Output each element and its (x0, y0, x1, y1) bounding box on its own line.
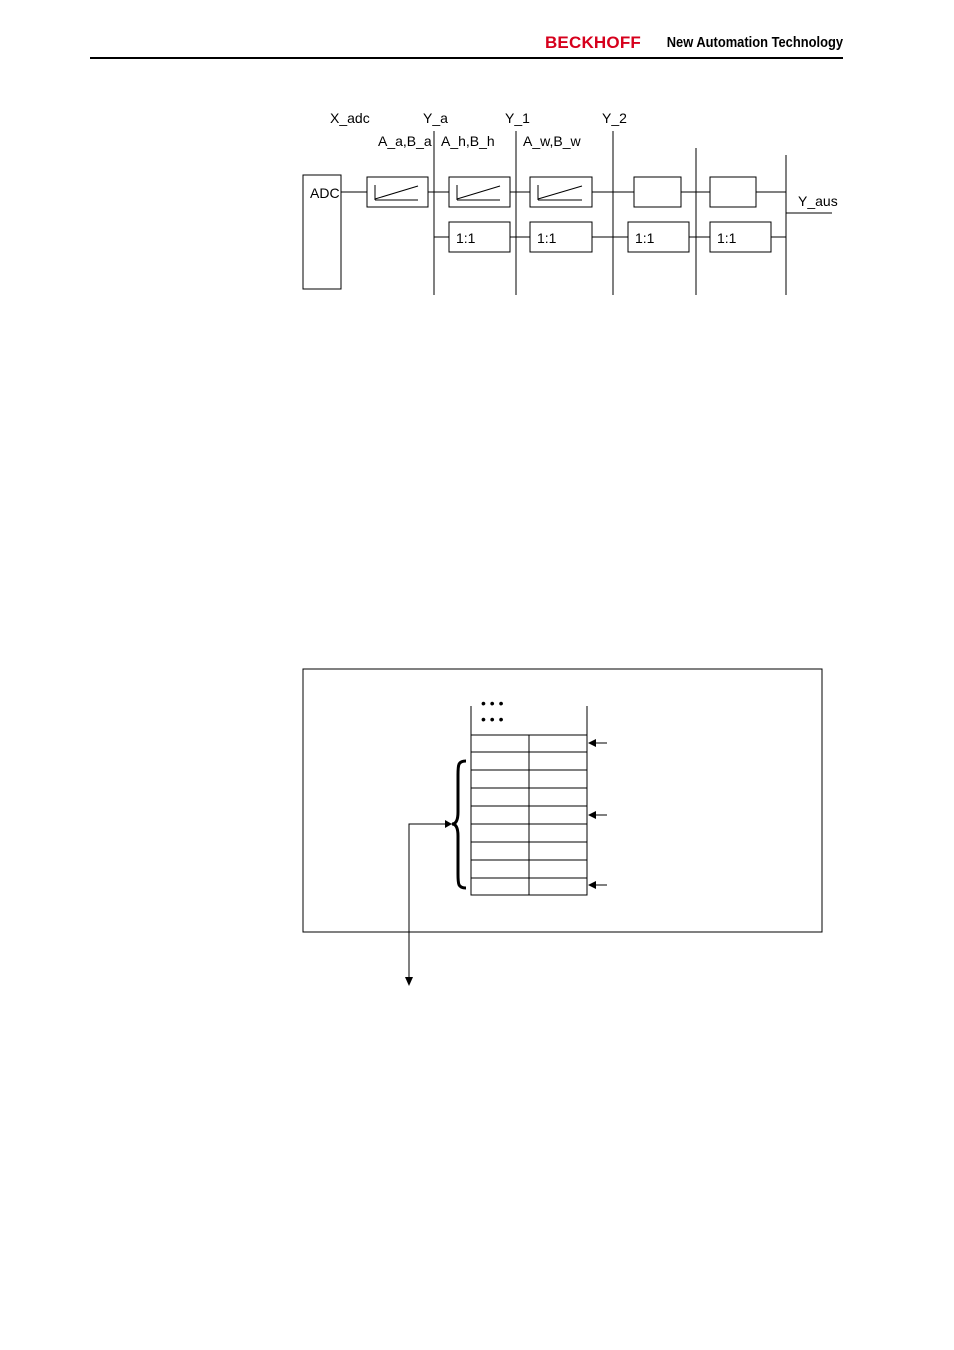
bypass-block-4 (709, 221, 772, 253)
ellipsis-top: • • • (481, 695, 504, 711)
bypass-block-3 (627, 221, 690, 253)
ramp-icon-w (537, 185, 583, 200)
ramp-icon-h (456, 185, 501, 200)
bypass-block-1 (448, 221, 511, 253)
label-ratio-3: 1:1 (635, 230, 655, 246)
empty-block-1 (633, 176, 682, 208)
label-ab-w: A_w,B_w (523, 133, 581, 149)
scaling-block-a (366, 176, 429, 208)
label-y-1: Y_1 (505, 110, 530, 126)
arrow-left-icon (588, 739, 596, 747)
table-frame (302, 668, 823, 933)
adc-block (302, 174, 342, 290)
arrow-left-icon (588, 881, 596, 889)
label-x-adc: X_adc (330, 110, 370, 126)
memory-table-arrowheads (405, 739, 596, 986)
bypass-block-2 (529, 221, 593, 253)
arrow-right-icon (445, 820, 452, 828)
label-y-a: Y_a (423, 110, 448, 126)
label-ratio-2: 1:1 (537, 230, 557, 246)
signal-chain-diagram (302, 131, 832, 295)
scaling-block-h (448, 176, 511, 208)
arrow-left-icon (588, 811, 596, 819)
label-adc: ADC (310, 185, 340, 201)
brand-tagline: New Automation Technology (666, 34, 843, 51)
arrow-down-icon (405, 977, 413, 986)
label-ab-a: A_a,B_a (378, 133, 432, 149)
memory-table-dots: • • • • • • (481, 695, 504, 727)
label-ab-h: A_h,B_h (441, 133, 495, 149)
signal-chain-labels: X_adc Y_a Y_1 Y_2 A_a,B_a A_h,B_h A_w,B_… (310, 110, 838, 246)
ellipsis-second: • • • (481, 711, 504, 727)
header-rule (90, 57, 843, 59)
curly-brace-icon (451, 759, 467, 890)
page-header: BECKHOFF New Automation Technology (90, 28, 843, 60)
empty-block-2 (709, 176, 757, 208)
ramp-icon-a (374, 185, 419, 200)
brand-logo: BECKHOFF (544, 33, 641, 52)
scaling-block-w (529, 176, 593, 208)
connector-arrow-line (408, 823, 452, 978)
memory-table-diagram (302, 668, 823, 978)
label-y-aus: Y_aus (798, 193, 838, 209)
label-ratio-4: 1:1 (717, 230, 737, 246)
label-y-2: Y_2 (602, 110, 627, 126)
label-ratio-1: 1:1 (456, 230, 476, 246)
